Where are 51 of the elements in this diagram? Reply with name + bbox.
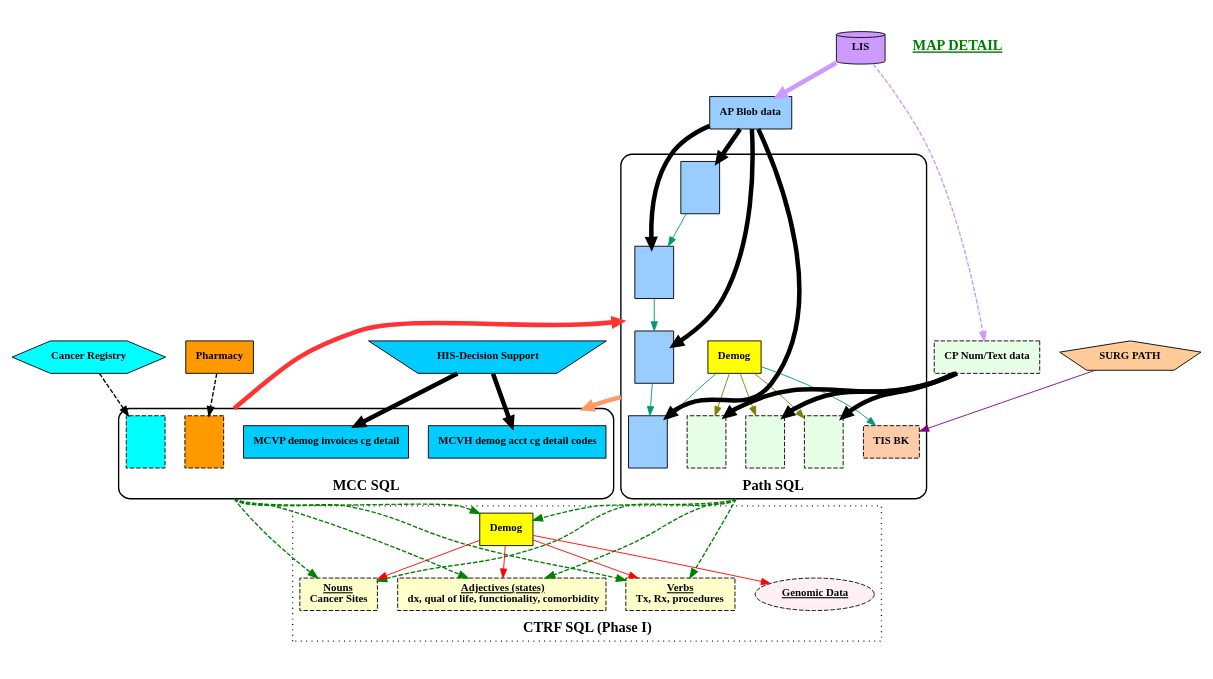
arrow: [490, 372, 515, 431]
node-box: Pharmacy: [185, 339, 254, 374]
node-box: AP Blob data: [709, 95, 793, 129]
arrow: [646, 382, 655, 416]
arrow: [377, 539, 480, 579]
arrow: [98, 372, 130, 417]
arrow: [839, 370, 956, 420]
node-box: [745, 414, 785, 468]
arrow: [754, 372, 805, 419]
arrow: [780, 370, 958, 420]
arrow: [232, 315, 627, 410]
arrow: [669, 128, 755, 348]
node-box: [125, 414, 166, 468]
node-box: MCVP demog invoices cg detail: [243, 424, 409, 459]
node-box: [184, 414, 225, 468]
arrow: [667, 212, 687, 246]
node-box: [634, 245, 675, 299]
arrow: [644, 123, 711, 252]
arrow: [772, 60, 838, 99]
node-box: [686, 414, 727, 468]
arrow: [714, 372, 730, 416]
arrow: [650, 297, 658, 331]
arrow: [919, 369, 1096, 432]
arrow: [579, 394, 622, 411]
arrow: [688, 497, 737, 580]
node-box: Verbs Tx, Rx, procedures: [625, 577, 736, 611]
node-box: CP Num/Text data: [933, 339, 1041, 374]
arrow: [872, 63, 987, 343]
node-box: Adjectives (states) dx, qual of life, functionality, comorbidity: [397, 577, 607, 611]
arrow: [721, 370, 959, 419]
node-box: [628, 414, 668, 468]
arrow: [760, 365, 877, 426]
node-box: Nouns Cancer Sites: [299, 577, 378, 611]
arrow: [714, 127, 742, 166]
node-box: [803, 414, 844, 468]
label: MAP DETAIL: [912, 36, 1003, 53]
arrow: [351, 370, 459, 428]
node-box: TIS BK: [863, 424, 920, 459]
arrow: [532, 539, 639, 578]
arrow: [233, 497, 470, 579]
node-box: Demog: [707, 339, 762, 374]
node-box: [634, 330, 675, 384]
node-box: Demog: [479, 512, 534, 546]
arrow: [543, 497, 737, 579]
arrow: [739, 372, 757, 416]
node-box: MCVH demog acct cg detail codes: [427, 424, 607, 459]
node-box: [680, 160, 721, 214]
arrow: [233, 497, 319, 579]
arrow: [500, 544, 508, 578]
arrow: [532, 534, 771, 585]
arrow: [206, 372, 218, 418]
